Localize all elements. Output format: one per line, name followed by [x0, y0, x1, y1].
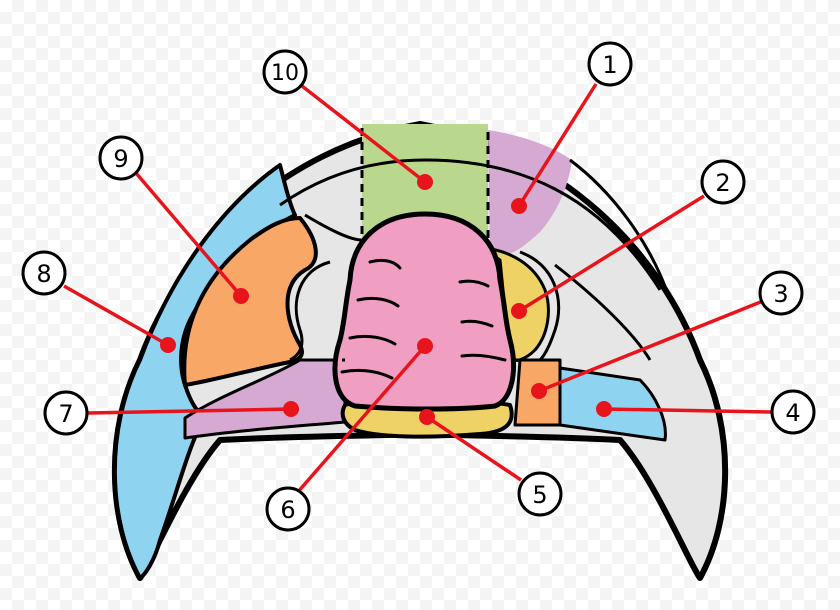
marker-6	[417, 338, 433, 354]
callout-label-9: 9	[113, 145, 128, 173]
callout-label-2: 2	[715, 169, 730, 197]
marker-10	[417, 174, 433, 190]
marker-1	[511, 198, 527, 214]
pointer-lines	[63, 83, 772, 495]
marker-9	[233, 288, 249, 304]
region-top-right-band	[488, 130, 572, 255]
pointer-10	[300, 84, 427, 184]
pointer-3	[538, 299, 764, 393]
eye-contour-left	[289, 260, 331, 362]
marker-2	[511, 303, 527, 319]
eye-contour-right	[519, 250, 561, 362]
marker-7	[283, 401, 299, 417]
callout-8: 8	[21, 250, 67, 296]
marker-8	[160, 337, 176, 353]
callout-6: 6	[265, 486, 311, 532]
callout-label-5: 5	[532, 481, 547, 509]
callout-4: 4	[770, 389, 816, 435]
region-glabella	[332, 211, 516, 412]
pointer-8	[63, 284, 169, 347]
marker-4	[596, 401, 612, 417]
glabellar-furrows	[340, 258, 507, 380]
callout-10: 10	[262, 49, 308, 95]
callout-3: 3	[758, 270, 804, 316]
inner-arc-middle	[569, 158, 672, 301]
callout-label-1: 1	[602, 51, 617, 79]
callout-label-4: 4	[785, 399, 800, 427]
callout-9: 9	[98, 135, 144, 181]
pointer-9	[134, 171, 243, 298]
inner-arc-lower	[554, 263, 652, 361]
dashed-divisions	[300, 128, 562, 425]
callout-label-7: 7	[58, 400, 73, 428]
callout-7: 7	[43, 390, 89, 436]
callout-5: 5	[517, 471, 563, 517]
callout-label-6: 6	[280, 496, 295, 524]
cheek-contour-left	[304, 213, 363, 242]
callout-label-8: 8	[36, 260, 51, 288]
region-left-cheek	[182, 216, 318, 387]
pointer-7	[87, 407, 292, 415]
marker-5	[419, 409, 435, 425]
region-markers	[160, 174, 612, 425]
callout-2: 2	[700, 159, 746, 205]
pointer-4	[603, 407, 772, 414]
marker-3	[531, 383, 547, 399]
pointer-5	[426, 415, 522, 482]
pointer-6	[295, 344, 427, 495]
callout-1: 1	[587, 41, 633, 87]
pointer-2	[518, 194, 705, 313]
callout-label-3: 3	[773, 280, 788, 308]
callout-label-10: 10	[271, 61, 299, 86]
pointer-1	[517, 83, 598, 207]
inner-arc-outer	[279, 158, 662, 291]
